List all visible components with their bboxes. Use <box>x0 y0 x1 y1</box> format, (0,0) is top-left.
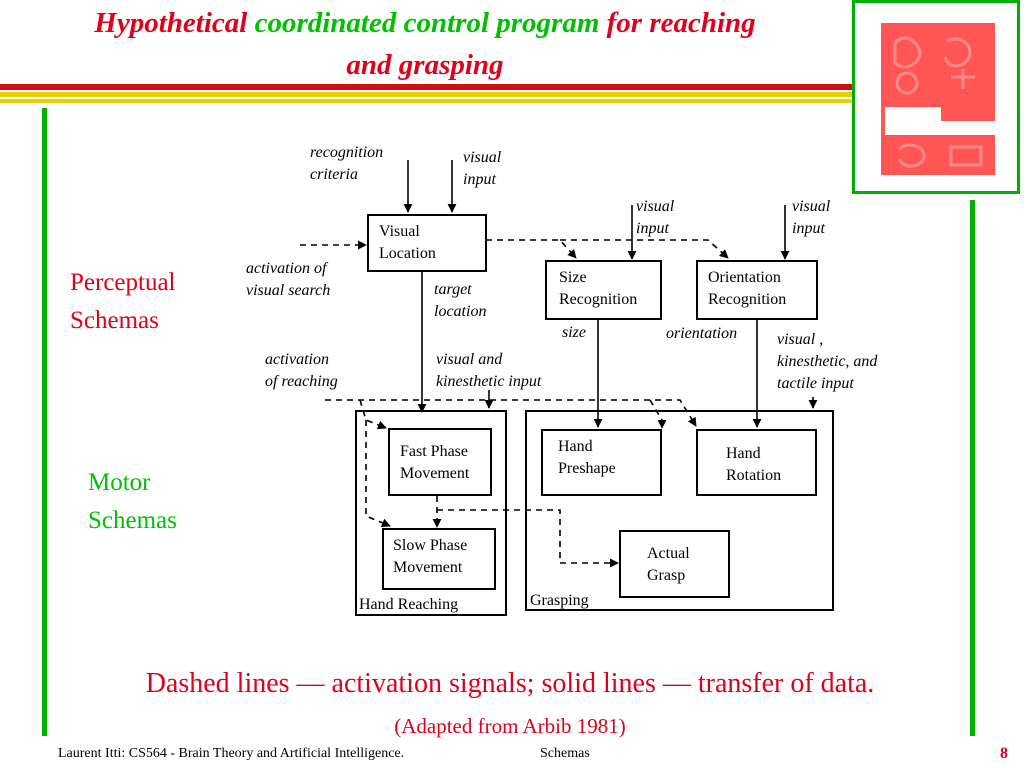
visual-kinesthetic-tactile-label: visual , kinesthetic, and tactile input <box>777 329 877 395</box>
activation-slow-phase-arrow <box>365 420 391 528</box>
target-location-label: target location <box>434 279 486 323</box>
motor-line2: Schemas <box>88 507 177 534</box>
visual-kinesthetic-line1: visual and <box>436 351 503 368</box>
recognition-criteria-label: recognition criteria <box>310 142 383 186</box>
fast-phase-movement-box: Fast Phase Movement <box>388 428 492 496</box>
orientation-recognition-box: Orientation Recognition <box>696 260 818 320</box>
activation-visual-search-line1: activation of <box>246 260 327 277</box>
activation-fast-phase-arrow <box>359 399 387 430</box>
footer-author: Laurent Itti: CS564 - Brain Theory and A… <box>58 746 405 761</box>
header-stripe-yellow-1 <box>0 92 852 97</box>
slide-title-line1: Hypothetical coordinated control program… <box>0 6 850 40</box>
activation-visual-search-label: activation of visual search <box>246 258 330 302</box>
visual-input-label-1: visual input <box>463 147 501 191</box>
title-part2: coordinated control program <box>254 7 600 39</box>
visual-input-3-line1: visual <box>792 198 831 215</box>
slow-phase-line2: Movement <box>393 559 463 576</box>
actual-grasp-line2: Grasp <box>647 567 686 584</box>
visual-location-line1: Visual <box>379 223 420 240</box>
slow-phase-movement-box: Slow Phase Movement <box>382 528 496 590</box>
size-recognition-box: Size Recognition <box>545 260 662 320</box>
target-location-line1: target <box>434 281 472 298</box>
hand-reaching-group <box>355 410 507 616</box>
actual-grasp-line1: Actual <box>647 545 690 562</box>
visual-location-line2: Location <box>379 245 436 262</box>
perceptual-schemas-label: Perceptual Schemas <box>70 264 176 340</box>
size-recognition-line2: Recognition <box>559 291 638 308</box>
footer-topic: Schemas <box>540 746 590 761</box>
activation-preshape-arrow <box>649 399 667 429</box>
slide-title-line2: and grasping <box>346 49 504 81</box>
activation-reaching-main <box>325 399 697 427</box>
target-location-line2: location <box>434 303 487 320</box>
hand-rotation-line2: Rotation <box>726 467 782 484</box>
visual-input-label-3: visual input <box>792 196 830 240</box>
visual-input-1-line2: input <box>463 171 496 188</box>
header-stripe-yellow-2 <box>0 99 852 103</box>
visual-kinesthetic-label: visual and kinesthetic input <box>436 349 541 393</box>
orientation-label: orientation <box>666 325 738 342</box>
visual-input-label-2: visual input <box>636 196 674 240</box>
vkt-line1: visual , <box>777 331 824 348</box>
slow-phase-line1: Slow Phase <box>393 537 468 554</box>
visual-input-1-line1: visual <box>463 149 502 166</box>
visual-location-box: Visual Location <box>367 214 487 272</box>
activation-orientation-arrow <box>560 239 729 259</box>
activation-size-arrow <box>486 239 577 259</box>
diagram-caption: Dashed lines — activation signals; solid… <box>145 668 875 699</box>
visual-kinesthetic-line2: kinesthetic input <box>436 373 542 390</box>
activation-reaching-line2: of reaching <box>265 373 338 390</box>
left-border-line <box>42 108 47 736</box>
usc-logo-icon <box>881 23 995 175</box>
activation-visual-search-line2: visual search <box>246 282 331 299</box>
visual-input-2-line1: visual <box>636 198 675 215</box>
source-citation: (Adapted from Arbib 1981) <box>394 714 626 738</box>
right-border-line <box>970 200 975 736</box>
hand-preshape-box: Hand Preshape <box>541 429 662 496</box>
hand-rotation-line1: Hand <box>726 445 761 462</box>
fast-phase-line1: Fast Phase <box>400 443 468 460</box>
hand-preshape-line1: Hand <box>558 438 593 455</box>
size-label: size <box>562 324 586 341</box>
motor-line1: Motor <box>88 469 151 496</box>
fast-phase-line2: Movement <box>400 465 470 482</box>
hand-reaching-label: Hand Reaching <box>359 596 459 613</box>
vkt-line2: kinesthetic, and <box>777 353 878 370</box>
visual-input-3-line2: input <box>792 220 825 237</box>
orientation-recognition-line2: Recognition <box>708 291 787 308</box>
recognition-criteria-line1: recognition <box>310 144 384 161</box>
header-stripe-red <box>0 84 852 90</box>
actual-grasp-box: Actual Grasp <box>619 530 730 598</box>
title-part3: for reaching <box>606 7 756 39</box>
hand-rotation-box: Hand Rotation <box>696 429 817 496</box>
visual-input-2-line2: input <box>636 220 669 237</box>
hand-preshape-line2: Preshape <box>558 460 616 477</box>
grasping-label: Grasping <box>530 592 589 609</box>
title-part1: Hypothetical <box>94 7 248 39</box>
motor-schemas-label: Motor Schemas <box>88 464 177 540</box>
vkt-line3: tactile input <box>777 375 854 392</box>
page-number: 8 <box>1000 745 1008 762</box>
perceptual-line2: Schemas <box>70 307 159 334</box>
activation-reaching-line1: activation <box>265 351 329 368</box>
activation-reaching-label: activation of reaching <box>265 349 338 393</box>
orientation-recognition-line1: Orientation <box>708 269 781 286</box>
size-recognition-line1: Size <box>559 269 587 286</box>
recognition-criteria-line2: criteria <box>310 166 358 183</box>
logo-frame <box>852 0 1020 194</box>
perceptual-line1: Perceptual <box>70 269 176 296</box>
